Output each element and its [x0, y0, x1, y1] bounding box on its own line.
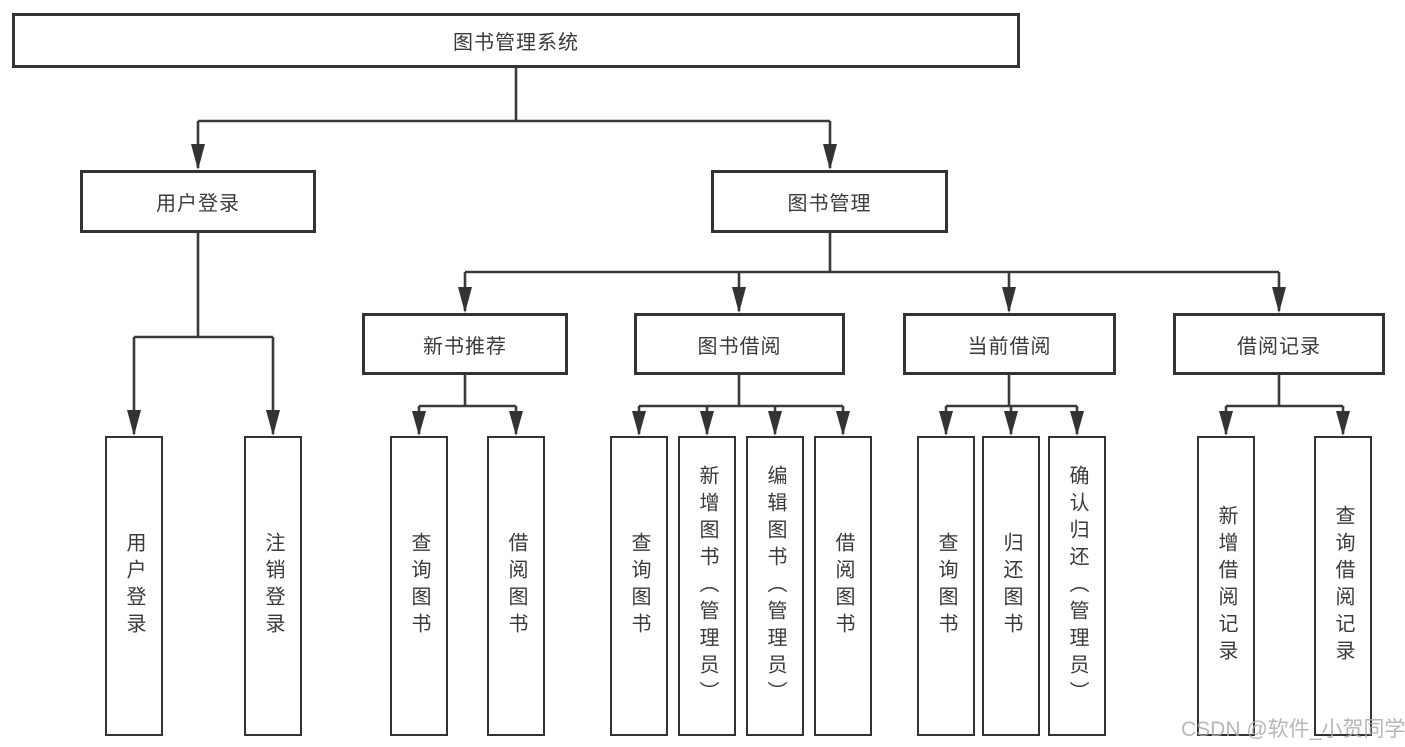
leaf-query-books-current: 查询图书 — [917, 436, 975, 736]
leaf-user-login: 用户登录 — [105, 436, 163, 736]
leaf-query-books-borrow: 查询图书 — [610, 436, 668, 736]
connector-new-book-to-leaves — [412, 375, 523, 436]
arrowhead-icon — [1070, 411, 1084, 436]
arrowhead-icon — [732, 287, 746, 313]
arrowhead-icon — [1272, 287, 1286, 313]
node-borrowing-records: 借阅记录 — [1173, 313, 1385, 375]
leaf-edit-book-admin: 编辑图书（管理员） — [746, 436, 804, 736]
arrowhead-icon — [509, 411, 523, 436]
leaf-borrow-books: 借阅图书 — [814, 436, 872, 736]
leaf-query-borrow-record: 查询借阅记录 — [1314, 436, 1372, 736]
arrowhead-icon — [768, 411, 782, 436]
node-new-book-recommendation: 新书推荐 — [362, 313, 568, 375]
arrowhead-icon — [1336, 411, 1350, 436]
connector-book-mgmt-to-level3 — [458, 233, 1286, 313]
node-user-login: 用户登录 — [80, 170, 316, 233]
connector-current-borrow-to-leaves — [939, 375, 1084, 436]
arrowhead-icon — [266, 410, 280, 436]
leaf-confirm-return-admin: 确认归还（管理员） — [1048, 436, 1106, 736]
arrowhead-icon — [823, 144, 837, 170]
arrowhead-icon — [836, 411, 850, 436]
watermark-csdn: CSDN @软件_小贺同学 — [1181, 718, 1405, 741]
arrowhead-icon — [1004, 411, 1018, 436]
leaf-borrow-books-recommend: 借阅图书 — [487, 436, 545, 736]
arrowhead-icon — [632, 411, 646, 436]
arrowhead-icon — [412, 411, 426, 436]
node-current-borrowing: 当前借阅 — [903, 313, 1116, 375]
connector-book-borrow-to-leaves — [632, 375, 850, 436]
arrowhead-icon — [191, 144, 205, 170]
arrowhead-icon — [127, 410, 141, 436]
node-book-borrowing: 图书借阅 — [634, 313, 845, 375]
arrowhead-icon — [458, 287, 472, 313]
connector-root-to-level2 — [191, 68, 837, 170]
arrowhead-icon — [700, 411, 714, 436]
leaf-add-borrow-record: 新增借阅记录 — [1197, 436, 1255, 736]
leaf-logout: 注销登录 — [244, 436, 302, 736]
arrowhead-icon — [939, 411, 953, 436]
leaf-return-books: 归还图书 — [982, 436, 1040, 736]
leaf-query-books-recommend: 查询图书 — [390, 436, 448, 736]
node-library-management-system: 图书管理系统 — [12, 13, 1020, 68]
connector-borrow-record-to-leaves — [1219, 375, 1350, 436]
arrowhead-icon — [1219, 411, 1233, 436]
node-book-management: 图书管理 — [711, 170, 948, 233]
leaf-add-book-admin: 新增图书（管理员） — [678, 436, 736, 736]
arrowhead-icon — [1002, 287, 1016, 313]
connector-user-login-to-leaves — [127, 233, 280, 436]
